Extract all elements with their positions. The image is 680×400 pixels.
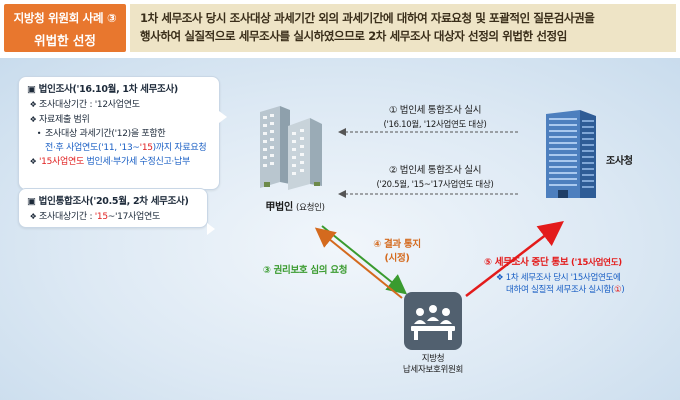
- step4-label: ④ 결과 통지: [373, 239, 421, 250]
- first-audit-title: ▣ 법인조사('16.10월, 1차 세무조사): [27, 84, 178, 95]
- committee-label: 지방청 납세자보호위원회: [402, 354, 464, 375]
- step2-label: ② 법인세 통합조사 실시: [388, 165, 482, 176]
- step1-sub: ('16.10월, '12사업연도 대상): [383, 120, 487, 130]
- company-label: 甲법인 (요청인): [265, 202, 325, 213]
- diamond-bullet-icon: ❖: [29, 157, 37, 166]
- first-audit-card: ▣ 법인조사('16.10월, 1차 세무조사) ❖조사대상기간 : '12사업…: [18, 76, 227, 190]
- step3-label: ③ 권리보호 심의 요청: [262, 265, 348, 276]
- header: 지방청 위원회 사례 ③ 위법한 선정 1차 세무조사 당시 조사대상 과세기간…: [0, 0, 680, 56]
- step5-label: ⑤ 세무조사 중단 통보 ('15사업연도): [484, 257, 622, 268]
- case-description: 1차 세무조사 당시 조사대상 과세기간 외의 과세기간에 대하여 자료요청 및…: [130, 4, 676, 52]
- badge-line1: 지방청 위원회 사례 ③: [13, 11, 117, 25]
- note-line2: 대하여 실질적 세무조사 실시함(①): [506, 285, 625, 295]
- arrow-step5: [465, 220, 564, 297]
- first-audit-amendment: ❖'15사업연도 법인세·부가세 수정신고·납부: [27, 155, 211, 170]
- first-audit-scope-detail: •조사대상 과세기간('12)을 포함한: [27, 127, 211, 142]
- badge-line2: 위법한 선정: [34, 33, 96, 48]
- second-audit-card: ▣ 법인통합조사('20.5월, 2차 세무조사) ❖조사대상기간 : '15~…: [18, 188, 215, 235]
- arrow-step4: [314, 227, 403, 299]
- office-label: 조사청: [606, 156, 633, 167]
- second-audit-title: ▣ 법인통합조사('20.5월, 2차 세무조사): [27, 196, 189, 207]
- arrows-layer: [314, 128, 564, 299]
- first-audit-scope-years: 전·후 사업연도('11, '13~'15)까지 자료요청: [45, 142, 207, 153]
- apartment-buildings-icon: [254, 104, 328, 190]
- office-tower-icon: [536, 108, 606, 200]
- description-line1: 1차 세무조사 당시 조사대상 과세기간 외의 과세기간에 대하여 자료요청 및…: [140, 11, 595, 25]
- step4-sub: (시정): [384, 253, 410, 264]
- step1-label: ① 법인세 통합조사 실시: [388, 105, 482, 116]
- diamond-bullet-icon: ❖: [29, 100, 37, 109]
- committee-meeting-icon: [404, 292, 462, 350]
- first-audit-period: ❖조사대상기간 : '12사업연도: [27, 98, 211, 113]
- description-line2: 행사하여 실질적으로 세무조사를 실시하였으므로 2차 세무조사 대상자 선정의…: [140, 29, 567, 43]
- case-badge: 지방청 위원회 사례 ③ 위법한 선정: [4, 4, 126, 52]
- step2-sub: ('20.5월, '15~'17사업연도 대상): [376, 180, 494, 190]
- diagram-stage: ▣ 법인조사('16.10월, 1차 세무조사) ❖조사대상기간 : '12사업…: [0, 58, 680, 400]
- diamond-bullet-icon: ❖: [29, 114, 37, 124]
- second-audit-period: ❖조사대상기간 : '15~'17사업연도: [27, 210, 199, 225]
- first-audit-scope: ❖자료제출 범위: [27, 113, 211, 128]
- note-line1: ❖ 1차 세무조사 당시 '15사업연도에: [496, 273, 621, 283]
- step5-note: ❖ 1차 세무조사 당시 '15사업연도에 대하여 실질적 세무조사 실시함(①…: [496, 272, 625, 296]
- dot-bullet-icon: •: [36, 129, 42, 138]
- diamond-bullet-icon: ❖: [29, 212, 37, 221]
